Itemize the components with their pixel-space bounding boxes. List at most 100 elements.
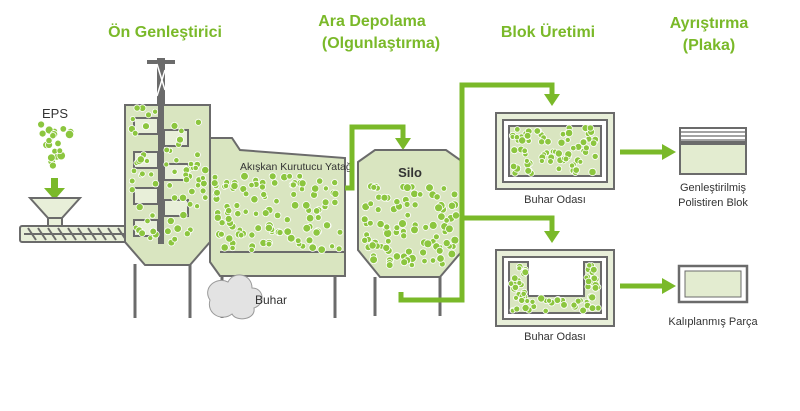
bead <box>186 201 194 208</box>
bead <box>570 144 577 152</box>
bead <box>537 294 546 303</box>
bead <box>510 146 519 155</box>
bead <box>513 294 519 301</box>
bead <box>312 228 321 237</box>
eps-arrow-head <box>44 188 65 200</box>
bead <box>194 182 202 189</box>
bead <box>336 229 344 236</box>
bead <box>445 224 454 234</box>
bead <box>229 244 236 252</box>
bead <box>264 223 273 232</box>
bead <box>400 232 408 240</box>
bead <box>296 172 304 180</box>
bead <box>374 206 382 214</box>
bead <box>224 214 233 223</box>
screw-conveyor <box>24 227 130 241</box>
bead <box>588 293 597 302</box>
bead <box>187 160 195 168</box>
bead <box>130 167 138 175</box>
bead <box>521 268 530 277</box>
bead <box>305 236 314 245</box>
bead <box>521 303 530 312</box>
bead <box>421 257 428 265</box>
hopper <box>27 197 83 219</box>
bead <box>569 162 576 169</box>
bead <box>360 215 369 224</box>
bead <box>210 179 219 188</box>
bead <box>149 227 157 236</box>
bead <box>524 298 531 304</box>
bead <box>129 116 136 123</box>
bead <box>152 108 159 115</box>
bead <box>520 290 527 297</box>
bead <box>250 195 259 204</box>
header-intermediate-storage-sub: (Olgunlaştırma) <box>322 35 440 52</box>
bead <box>410 225 419 235</box>
bead <box>128 177 136 185</box>
silo-beads <box>360 182 461 269</box>
bead <box>290 201 300 210</box>
bead <box>376 220 385 229</box>
eps-label: EPS <box>42 106 68 121</box>
bead <box>176 135 184 144</box>
bead <box>383 228 393 238</box>
bead <box>56 147 64 155</box>
bead <box>308 243 317 252</box>
bead <box>572 166 580 174</box>
bead <box>131 130 139 137</box>
bead <box>182 176 191 184</box>
bead <box>171 194 179 202</box>
bead <box>579 138 588 147</box>
bead <box>577 158 584 165</box>
bead <box>200 179 208 188</box>
bead <box>260 190 268 198</box>
bead <box>192 164 199 172</box>
bead <box>248 181 255 189</box>
bead <box>171 168 178 175</box>
bead <box>579 306 587 315</box>
flow-to-block-mold-arrow <box>544 94 560 106</box>
bead <box>166 182 173 189</box>
agitator-cap <box>147 60 175 64</box>
eps-arrow-shaft <box>51 178 58 188</box>
bead <box>408 261 415 269</box>
bead <box>511 274 519 282</box>
steam-cloud-icon <box>207 274 263 320</box>
bead <box>64 129 75 139</box>
bead <box>273 211 282 220</box>
bead <box>331 179 339 187</box>
bead <box>570 301 578 309</box>
bead <box>524 167 532 175</box>
expanded-polystyrene-block-icon <box>679 127 747 175</box>
bead <box>331 189 340 198</box>
bead <box>316 177 324 185</box>
pre-expander-beads <box>127 104 210 247</box>
bead <box>289 181 297 189</box>
bead <box>240 172 249 181</box>
bead <box>546 297 553 304</box>
bead <box>583 144 590 152</box>
bead <box>283 227 292 236</box>
bead <box>222 182 230 189</box>
bead <box>542 307 549 314</box>
bead <box>233 202 241 209</box>
bead <box>38 129 47 138</box>
bead <box>511 283 520 291</box>
block-mold-beads <box>508 124 599 177</box>
bead <box>170 122 179 130</box>
bead <box>370 183 378 191</box>
bead <box>392 252 401 261</box>
header-block-production: Blok Üretimi <box>501 22 595 41</box>
bead <box>380 193 389 202</box>
bead <box>173 224 182 233</box>
bead <box>436 254 445 263</box>
flow-dryer-to-silo-arrow <box>395 138 411 150</box>
bead <box>564 136 571 143</box>
bead <box>314 214 322 221</box>
bead <box>199 174 206 181</box>
bead <box>178 193 188 202</box>
bead <box>514 126 521 133</box>
bead <box>559 130 567 138</box>
bead <box>54 139 62 148</box>
flow-to-shape-mold-arrow <box>544 231 560 243</box>
